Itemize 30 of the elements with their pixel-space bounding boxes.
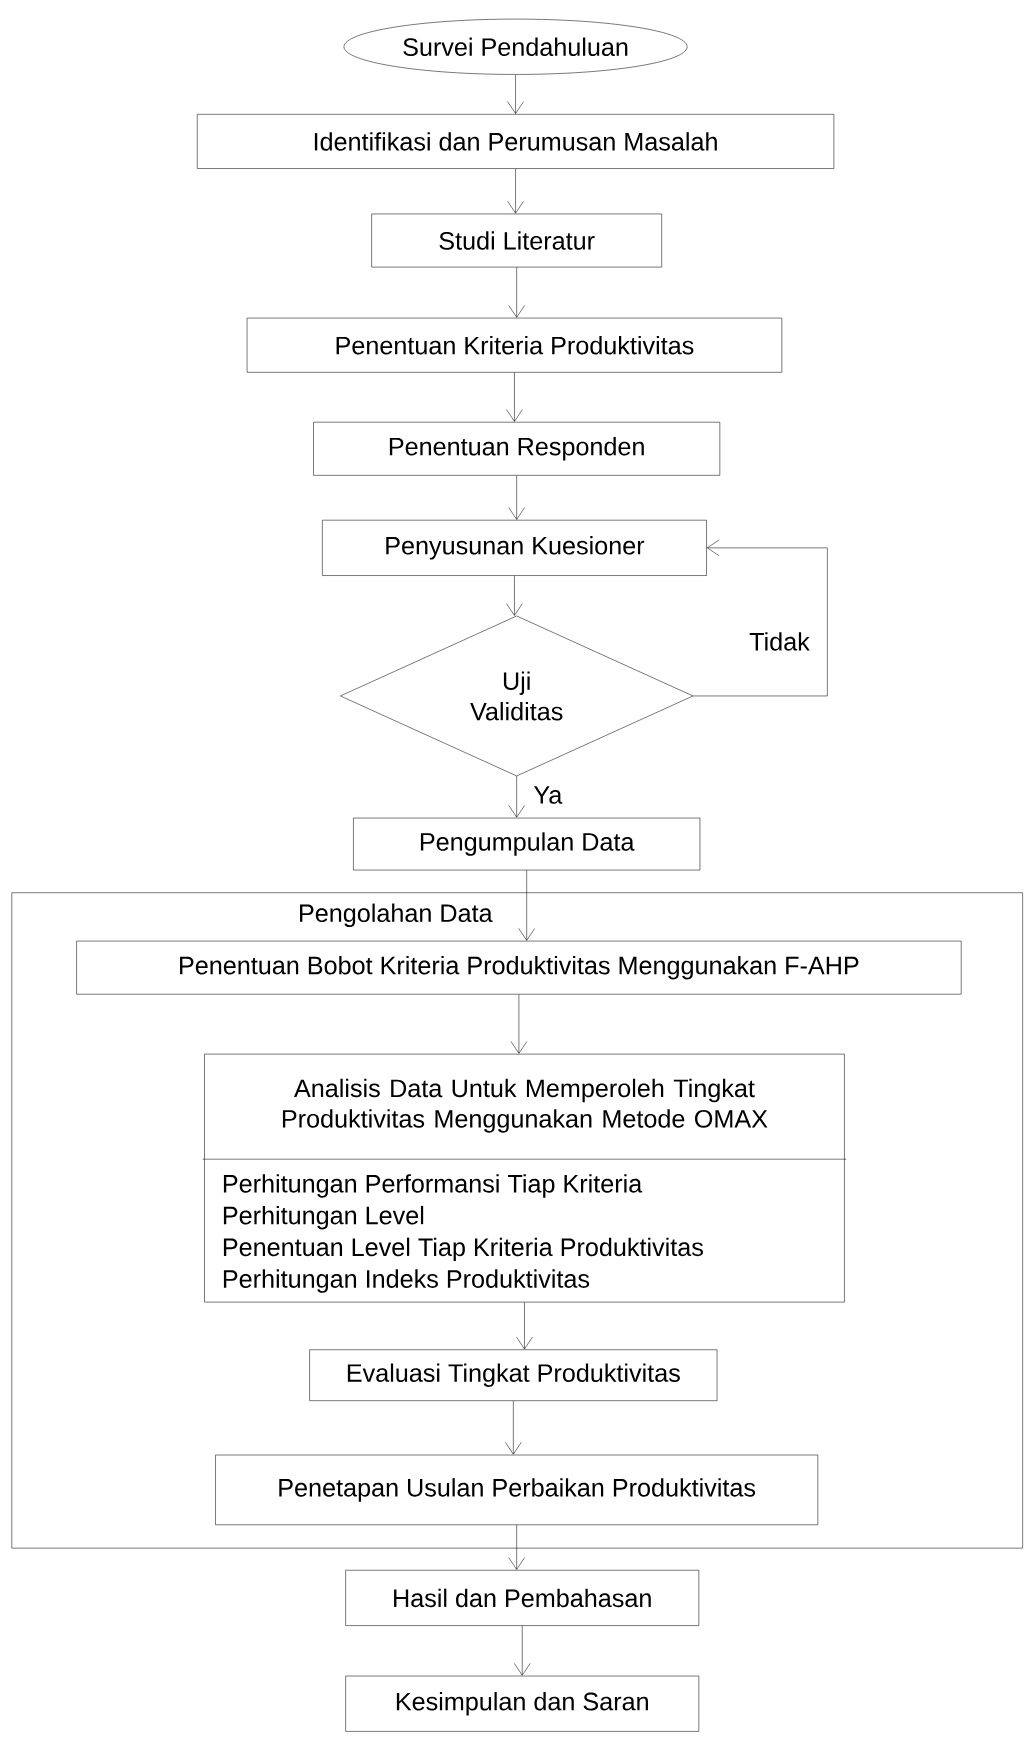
arrow <box>506 372 523 422</box>
arrow <box>510 994 528 1054</box>
arrow <box>508 475 525 520</box>
arrow <box>508 775 525 818</box>
group-title: Pengolahan Data <box>300 903 493 928</box>
arrow <box>514 1625 531 1676</box>
edge-label: Tidak <box>747 630 812 652</box>
arrow <box>507 168 524 214</box>
arrow <box>505 1400 522 1455</box>
process-box: Penentuan Kriteria Produktivitas <box>246 317 783 373</box>
process-box: Penentuan Bobot Kriteria Produktivitas Menggunakan F-AHP <box>76 940 962 995</box>
arrow <box>506 575 523 616</box>
process-box: Penyusunan Kuesioner <box>322 519 707 576</box>
process-box: Penentuan Responden <box>313 421 721 476</box>
process-box: Pengumpulan Data <box>353 817 701 871</box>
process-box: Penetapan Usulan Perbaikan Produktivitas <box>215 1454 819 1526</box>
edge-label: Ya <box>532 784 564 806</box>
group-frame <box>11 892 1023 1549</box>
process-box: Evaluasi Tingkat Produktivitas <box>309 1349 718 1401</box>
arrow <box>508 1524 525 1570</box>
process-box: Studi Literatur <box>371 213 663 268</box>
arrow <box>507 74 524 114</box>
arrow <box>692 539 828 697</box>
process-box: Hasil dan Pembahasan <box>345 1569 700 1626</box>
process-box: Analisis Data Untuk Memperoleh Tingkat Produktivitas Menggunakan Metode OMAX Perhitungan Performansi Tiap Kriteria Perhitungan Level Penentuan Level Tiap Kriteria Produktivitas Perhitungan Indeks Produktivitas <box>202 1053 847 1303</box>
arrow <box>518 870 535 941</box>
arrow <box>508 267 525 318</box>
process-box: Identifikasi dan Perumusan Masalah <box>197 114 835 169</box>
process-box: Kesimpulan dan Saran <box>345 1675 700 1732</box>
arrow <box>516 1302 533 1350</box>
